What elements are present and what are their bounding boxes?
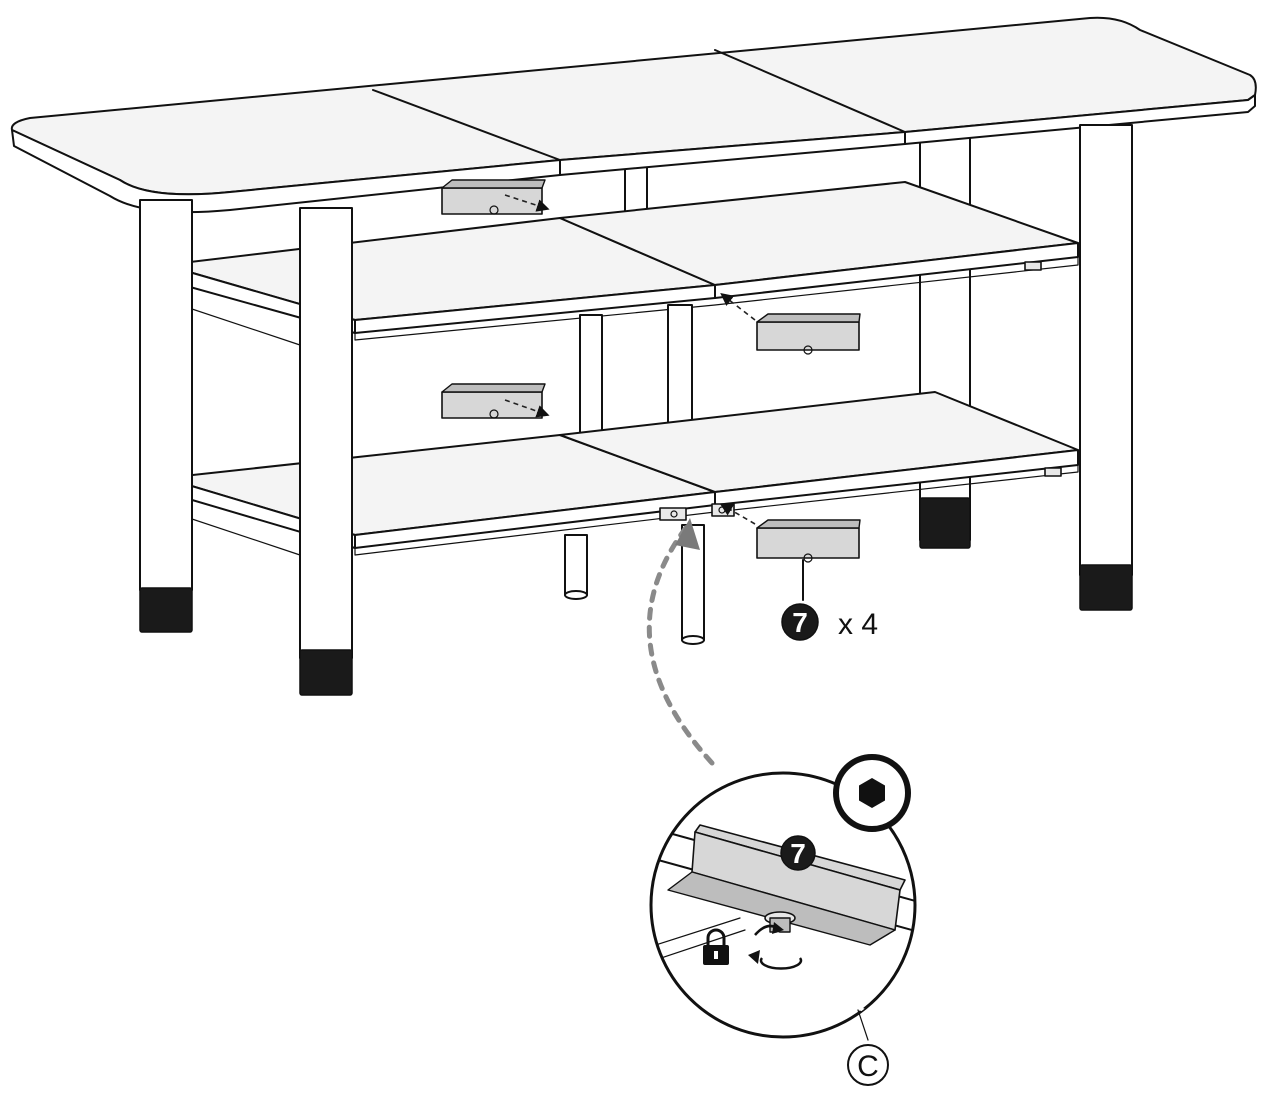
lock-icon <box>703 928 729 965</box>
bracket-lower-right <box>719 503 861 601</box>
part-number-badge <box>781 603 819 641</box>
part-number-text: 7 <box>792 607 808 638</box>
front-legs <box>139 124 1133 696</box>
table-top <box>10 16 1257 214</box>
detail-part-number-badge <box>780 835 816 871</box>
detail-leader-arrow <box>646 522 715 766</box>
tool-c-text: C <box>857 1050 879 1083</box>
detail-arrowhead <box>675 518 700 550</box>
hex-icon <box>859 778 885 808</box>
bracket-upper-right <box>720 293 861 355</box>
part-quantity-callout: 7 x 4 <box>781 603 878 641</box>
bracket-upper-left <box>441 179 550 215</box>
bracket-lower-left <box>441 383 550 419</box>
quantity-text: x 4 <box>838 608 878 641</box>
rotate-arrow-icon <box>759 957 803 970</box>
detail-part-number-text: 7 <box>790 838 806 869</box>
hex-key-badge <box>833 754 911 832</box>
tool-c-callout: C <box>847 1009 889 1086</box>
detail-view: 7 <box>649 771 917 1039</box>
